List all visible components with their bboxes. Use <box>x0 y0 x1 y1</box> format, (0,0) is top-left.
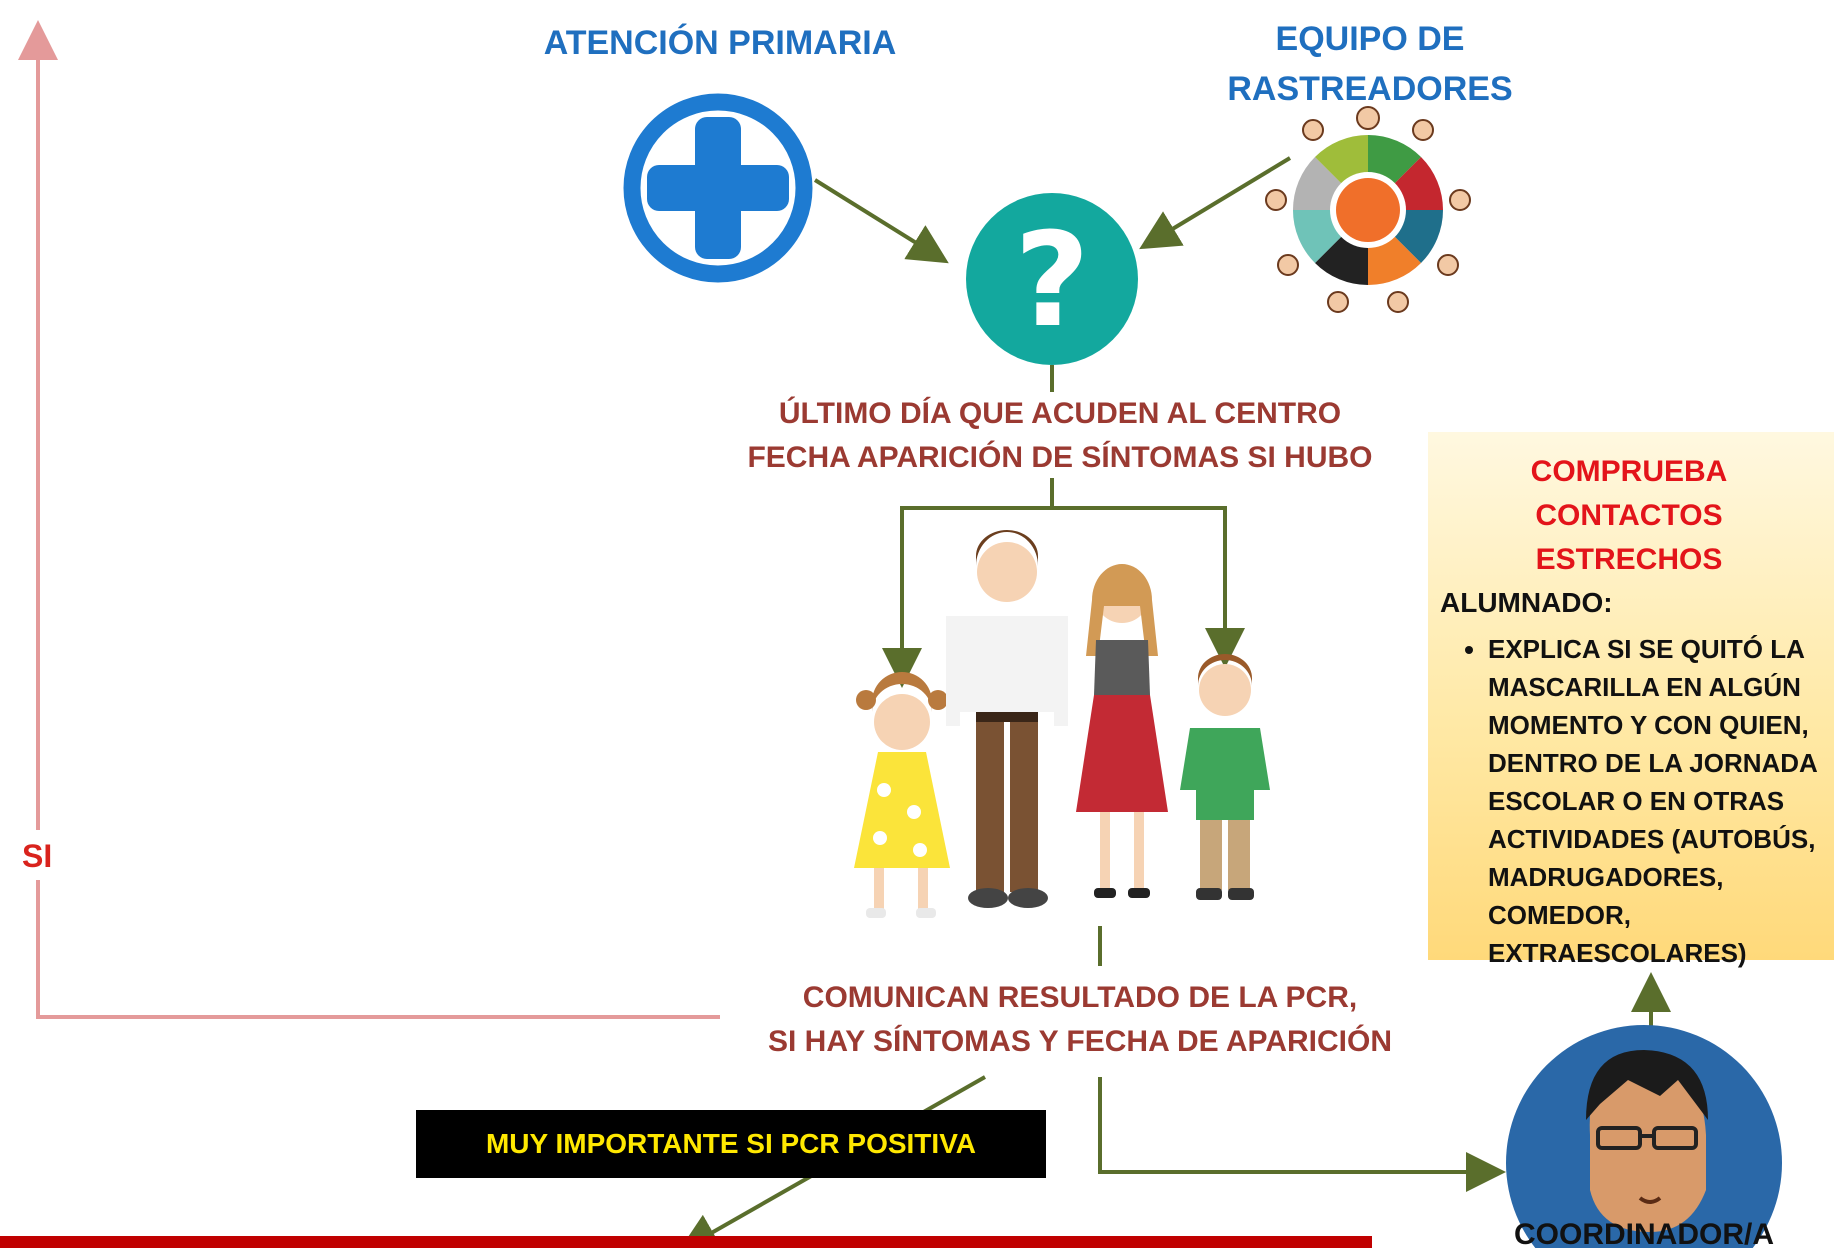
question-step-line2: FECHA APARICIÓN DE SÍNTOMAS SI HUBO <box>747 441 1373 474</box>
tracers-title-line1: EQUIPO DE <box>1275 20 1465 58</box>
bottom-bar <box>0 1236 1372 1248</box>
result-step-text: COMUNICAN RESULTADO DE LA PCR, SI HAY SÍ… <box>720 976 1440 1064</box>
tracers-title: EQUIPO DE RASTREADORES <box>1190 14 1550 114</box>
panel-title-line1: COMPRUEBA <box>1530 455 1728 488</box>
panel-subtitle: ALUMNADO: <box>1440 587 1613 618</box>
si-feedback-arrow <box>17 20 720 1019</box>
close-contacts-panel: COMPRUEBA CONTACTOS ESTRECHOS ALUMNADO: … <box>1428 432 1834 968</box>
question-step-text: ÚLTIMO DÍA QUE ACUDEN AL CENTRO FECHA AP… <box>700 392 1420 480</box>
svg-text:?: ? <box>1014 204 1089 356</box>
panel-bullet-list: EXPLICA SI SE QUITÓ LA MASCARILLA EN ALG… <box>1440 630 1818 972</box>
question-mark-icon: ? <box>966 193 1138 365</box>
coordinator-avatar-icon <box>1506 1025 1782 1248</box>
arrow-tracers-to-question <box>1139 156 1292 250</box>
coordinator-label: COORDINADOR/A <box>1514 1218 1774 1251</box>
arrow-primary-to-question <box>813 178 949 264</box>
primary-care-title: ATENCIÓN PRIMARIA <box>543 24 897 62</box>
result-step-line2: SI HAY SÍNTOMAS Y FECHA DE APARICIÓN <box>767 1025 1392 1058</box>
team-circle-icon <box>1265 106 1471 313</box>
branch-to-family <box>882 506 1245 688</box>
panel-title-line2: CONTACTOS ESTRECHOS <box>1535 499 1723 576</box>
arrow-result-to-coordinator <box>1098 1077 1506 1192</box>
question-step-line1: ÚLTIMO DÍA QUE ACUDEN AL CENTRO <box>778 397 1342 430</box>
tracers-title-line2: RASTREADORES <box>1227 70 1513 108</box>
si-label: SI <box>22 838 53 874</box>
panel-bullet-item: EXPLICA SI SE QUITÓ LA MASCARILLA EN ALG… <box>1488 630 1818 972</box>
medical-cross-icon <box>623 93 813 283</box>
family-illustration <box>854 530 1270 918</box>
result-step-line1: COMUNICAN RESULTADO DE LA PCR, <box>802 981 1358 1014</box>
important-note: MUY IMPORTANTE SI PCR POSITIVA <box>416 1110 1046 1178</box>
